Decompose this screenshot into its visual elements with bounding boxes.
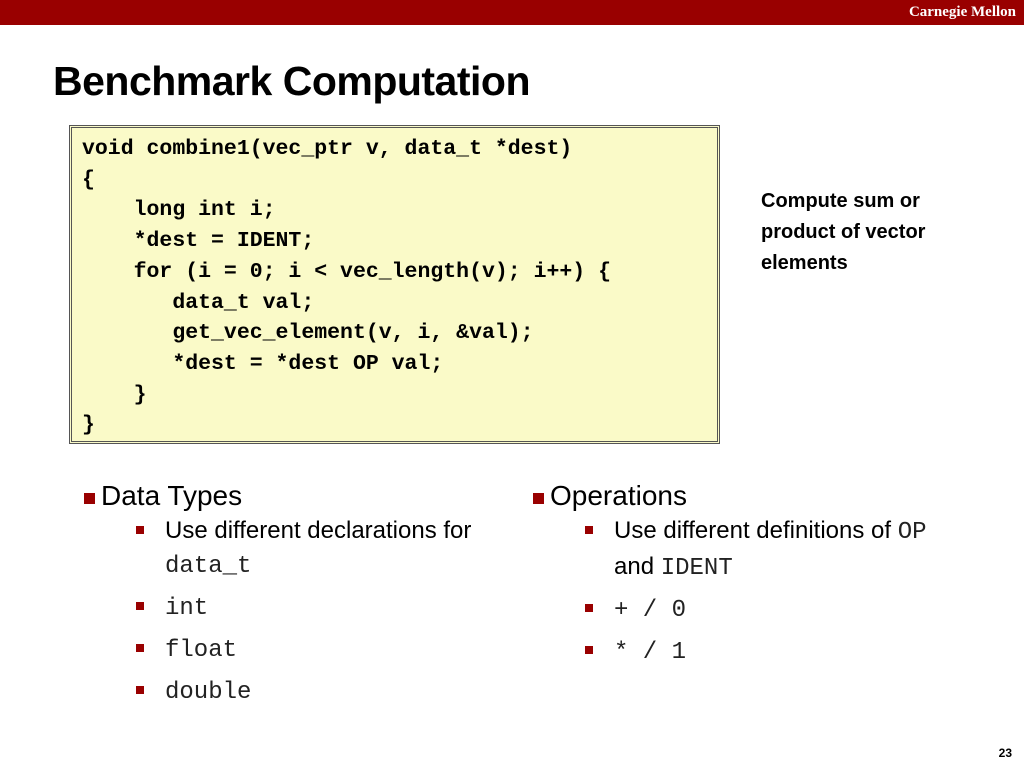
list-item: + / 0	[533, 592, 1013, 628]
code-line: void combine1(vec_ptr v, data_t *dest)	[82, 137, 573, 161]
code-block: void combine1(vec_ptr v, data_t *dest) {…	[82, 134, 611, 441]
operations-section: Operations Use different definitions of …	[533, 478, 1013, 670]
list-item: int	[84, 590, 504, 626]
slide-title: Benchmark Computation	[53, 58, 531, 104]
square-bullet-icon	[136, 644, 144, 652]
code-line: for (i = 0; i < vec_length(v); i++) {	[82, 259, 611, 284]
code-line: {	[82, 167, 95, 192]
code-box: void combine1(vec_ptr v, data_t *dest) {…	[69, 125, 720, 444]
data-types-section: Data Types Use different declarations fo…	[84, 478, 504, 710]
square-bullet-icon	[533, 492, 544, 504]
list-item: * / 1	[533, 634, 1013, 670]
square-bullet-icon	[585, 526, 593, 534]
item-code: + / 0	[614, 597, 687, 624]
square-bullet-icon	[136, 602, 144, 610]
list-item: double	[84, 674, 504, 710]
item-code: data_t	[165, 553, 252, 580]
item-code: int	[165, 595, 209, 622]
square-bullet-icon	[136, 686, 144, 694]
item-code: float	[165, 637, 238, 664]
heading-label: Operations	[550, 480, 687, 511]
page-number: 23	[998, 746, 1012, 760]
code-line: get_vec_element(v, i, &val);	[82, 321, 534, 346]
heading-label: Data Types	[101, 480, 243, 511]
code-line: }	[82, 413, 95, 438]
item-text: Use different definitions of	[614, 517, 892, 544]
square-bullet-icon	[136, 526, 144, 534]
code-line: long int i;	[82, 198, 276, 223]
data-types-heading: Data Types	[84, 478, 504, 514]
item-code: * / 1	[614, 639, 687, 666]
operations-heading: Operations	[533, 478, 1013, 514]
brand-label: Carnegie Mellon	[908, 4, 1016, 20]
square-bullet-icon	[585, 604, 593, 612]
item-code: double	[165, 679, 252, 706]
list-item: Use different definitions of OP and IDEN…	[533, 514, 1013, 586]
code-line: *dest = IDENT;	[82, 229, 315, 254]
item-text: and	[614, 553, 655, 580]
item-text: Use different declarations for	[165, 517, 472, 544]
code-line: *dest = *dest OP val;	[82, 351, 444, 376]
header-bar: Carnegie Mellon	[0, 0, 1024, 25]
code-line: data_t val;	[82, 290, 315, 315]
code-line: }	[82, 382, 147, 407]
side-note: Compute sum or product of vector element…	[761, 190, 926, 274]
item-code: OP	[897, 519, 927, 546]
square-bullet-icon	[585, 646, 593, 654]
item-code: IDENT	[660, 555, 733, 582]
list-item: Use different declarations for data_t	[84, 514, 504, 584]
square-bullet-icon	[84, 492, 95, 504]
list-item: float	[84, 632, 504, 668]
